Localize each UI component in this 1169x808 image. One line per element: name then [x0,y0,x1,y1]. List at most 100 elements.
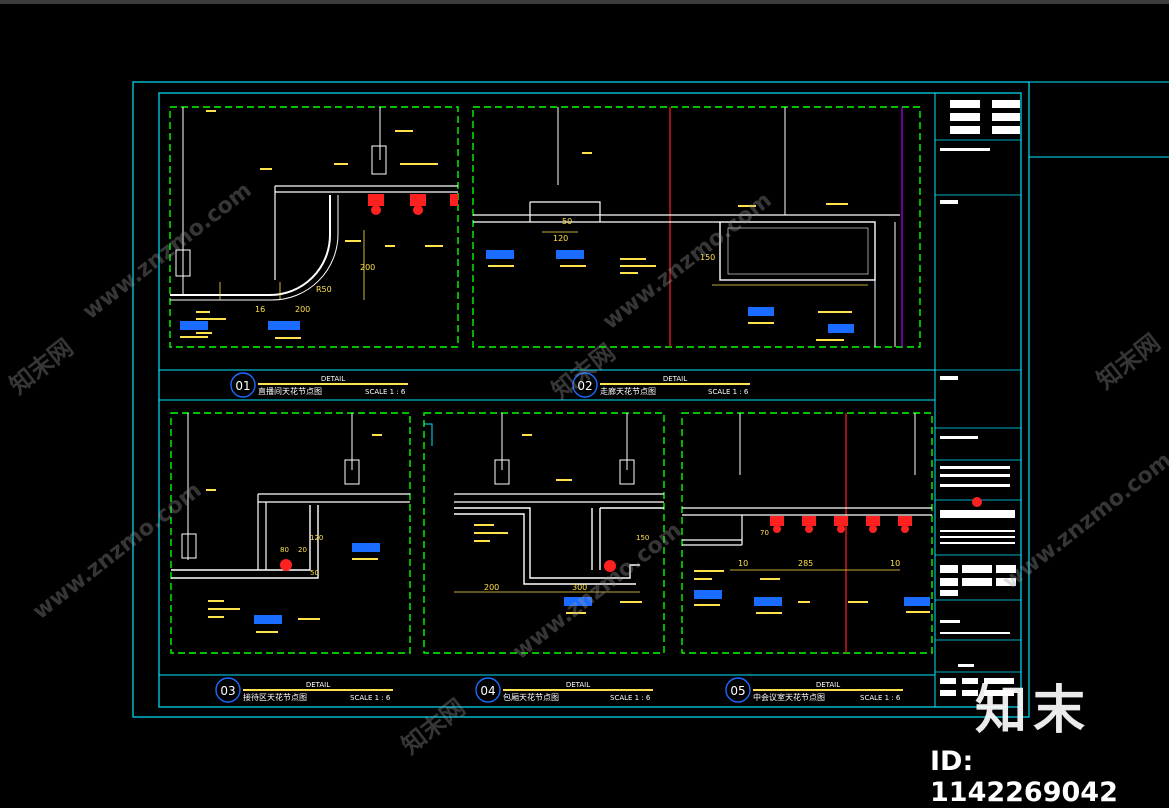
detail-title: 接待区天花节点图 [243,692,307,702]
detail-number: 02 [577,379,592,393]
detail-title: 中会议室天花节点图 [753,692,825,702]
wall-section [874,222,896,347]
dimension-lines [219,230,365,300]
light-fixture [280,559,292,571]
detail-01-title: 01 DETAIL 直播间天花节点图 SCALE 1 : 6 [230,372,408,398]
detail-number: 05 [730,684,745,698]
detail-05-border [681,412,933,654]
hanger-bracket [181,533,197,559]
dim-text: 120 [553,234,568,243]
detail-04[interactable]: 200 300 150 [423,412,665,654]
detail-header: DETAIL [663,375,687,383]
detail-header: DETAIL [566,681,590,689]
hanger-bracket [175,249,191,277]
detail-header: DETAIL [321,375,345,383]
top-bar [0,0,1169,4]
detail-title: 包厢天花节点图 [503,692,559,702]
watermark-cn: 知末网 [1091,328,1165,394]
dim-text: 50 [562,217,572,226]
detail-03-border [170,412,411,654]
light-fixtures [770,516,912,533]
watermark-site: www.znzmo.com [998,448,1169,595]
detail-number: 01 [235,379,250,393]
dim-text: 200 [484,583,499,592]
detail-number-bubble [475,677,501,703]
detail-02-border [472,106,921,348]
dim-text: 200 [295,305,310,314]
dim-text: 200 [360,263,375,272]
light-trough-inner [727,227,869,275]
title-block [935,139,1021,673]
detail-number-bubble [215,677,241,703]
detail-02-title: 02 DETAIL 走廊天花节点图 SCALE 1 : 6 [572,372,750,398]
watermark-cn: 知末网 [396,693,470,759]
adjacent-frame [1029,81,1169,158]
dim-text: 16 [255,305,265,314]
ceiling-frame [257,493,410,570]
gypsum-board [171,505,319,579]
detail-03-title: 03 DETAIL 接待区天花节点图 SCALE 1 : 6 [215,677,393,703]
detail-05[interactable]: 10 285 10 70 [681,412,933,654]
detail-04-border [423,412,665,654]
detail-header: DETAIL [816,681,840,689]
annotation-tags [486,152,854,341]
watermark-site: www.znzmo.com [78,178,256,325]
light-fixture [604,560,616,572]
annotation-tags [694,570,930,614]
ceiling-frame [454,493,664,503]
annotation-tags [474,434,642,614]
detail-title: 走廊天花节点图 [600,386,656,396]
dimension-lines [542,231,868,286]
ceiling-frame [682,507,932,546]
curved-finish-line [170,195,339,301]
detail-04-title: 04 DETAIL 包厢天花节点图 SCALE 1 : 6 [475,677,653,703]
detail-03[interactable]: 80 20 120 50 [170,412,411,654]
dim-text: 10 [890,559,900,568]
dim-text: 50 [310,569,319,577]
dim-text: 20 [298,546,307,554]
dim-text: 10 [738,559,748,568]
detail-title: 直播间天花节点图 [258,386,322,396]
image-id: ID: 1142269042 [930,746,1118,808]
detail-number-bubble [572,372,598,398]
detail-number: 03 [220,684,235,698]
dim-text: R50 [316,285,332,294]
detail-header: DETAIL [306,681,330,689]
detail-01-border [169,106,459,348]
watermark-site: www.znzmo.com [508,518,686,665]
dim-text: 80 [280,546,289,554]
detail-number: 04 [480,684,495,698]
light-fixtures [368,194,458,215]
detail-number-bubble [725,677,751,703]
gypsum-board [454,507,664,585]
hanger-bracket [344,459,360,485]
detail-scale: SCALE 1 : 6 [610,694,651,702]
hanger-bracket [619,459,635,485]
title-block-logo-mark [972,497,982,507]
detail-number-bubble [230,372,256,398]
brand-logo: 知末 [975,681,1092,741]
dim-text: 120 [310,534,323,542]
detail-01[interactable]: 16 200 200 R50 [169,106,459,348]
annotation-tags [206,434,382,633]
dim-text: 150 [700,253,715,262]
annotation-tags [180,110,443,339]
curved-gypsum-board [170,195,331,296]
detail-02[interactable]: 120 50 150 [472,106,921,348]
detail-scale: SCALE 1 : 6 [365,388,406,396]
detail-scale: SCALE 1 : 6 [860,694,901,702]
dim-text: 285 [798,559,813,568]
outer-frame [132,81,1030,718]
hanger-bracket [494,459,510,485]
detail-scale: SCALE 1 : 6 [708,388,749,396]
title-block-text-marks [940,100,1020,696]
dim-text: 70 [760,529,769,537]
hanger-bracket [371,145,387,175]
detail-scale: SCALE 1 : 6 [350,694,391,702]
watermark-site: www.znzmo.com [28,478,206,625]
ceiling-frame [274,185,458,280]
break-mark [424,423,433,446]
dim-text: 150 [636,534,649,542]
detail-05-title: 05 DETAIL 中会议室天花节点图 SCALE 1 : 6 [725,677,903,703]
